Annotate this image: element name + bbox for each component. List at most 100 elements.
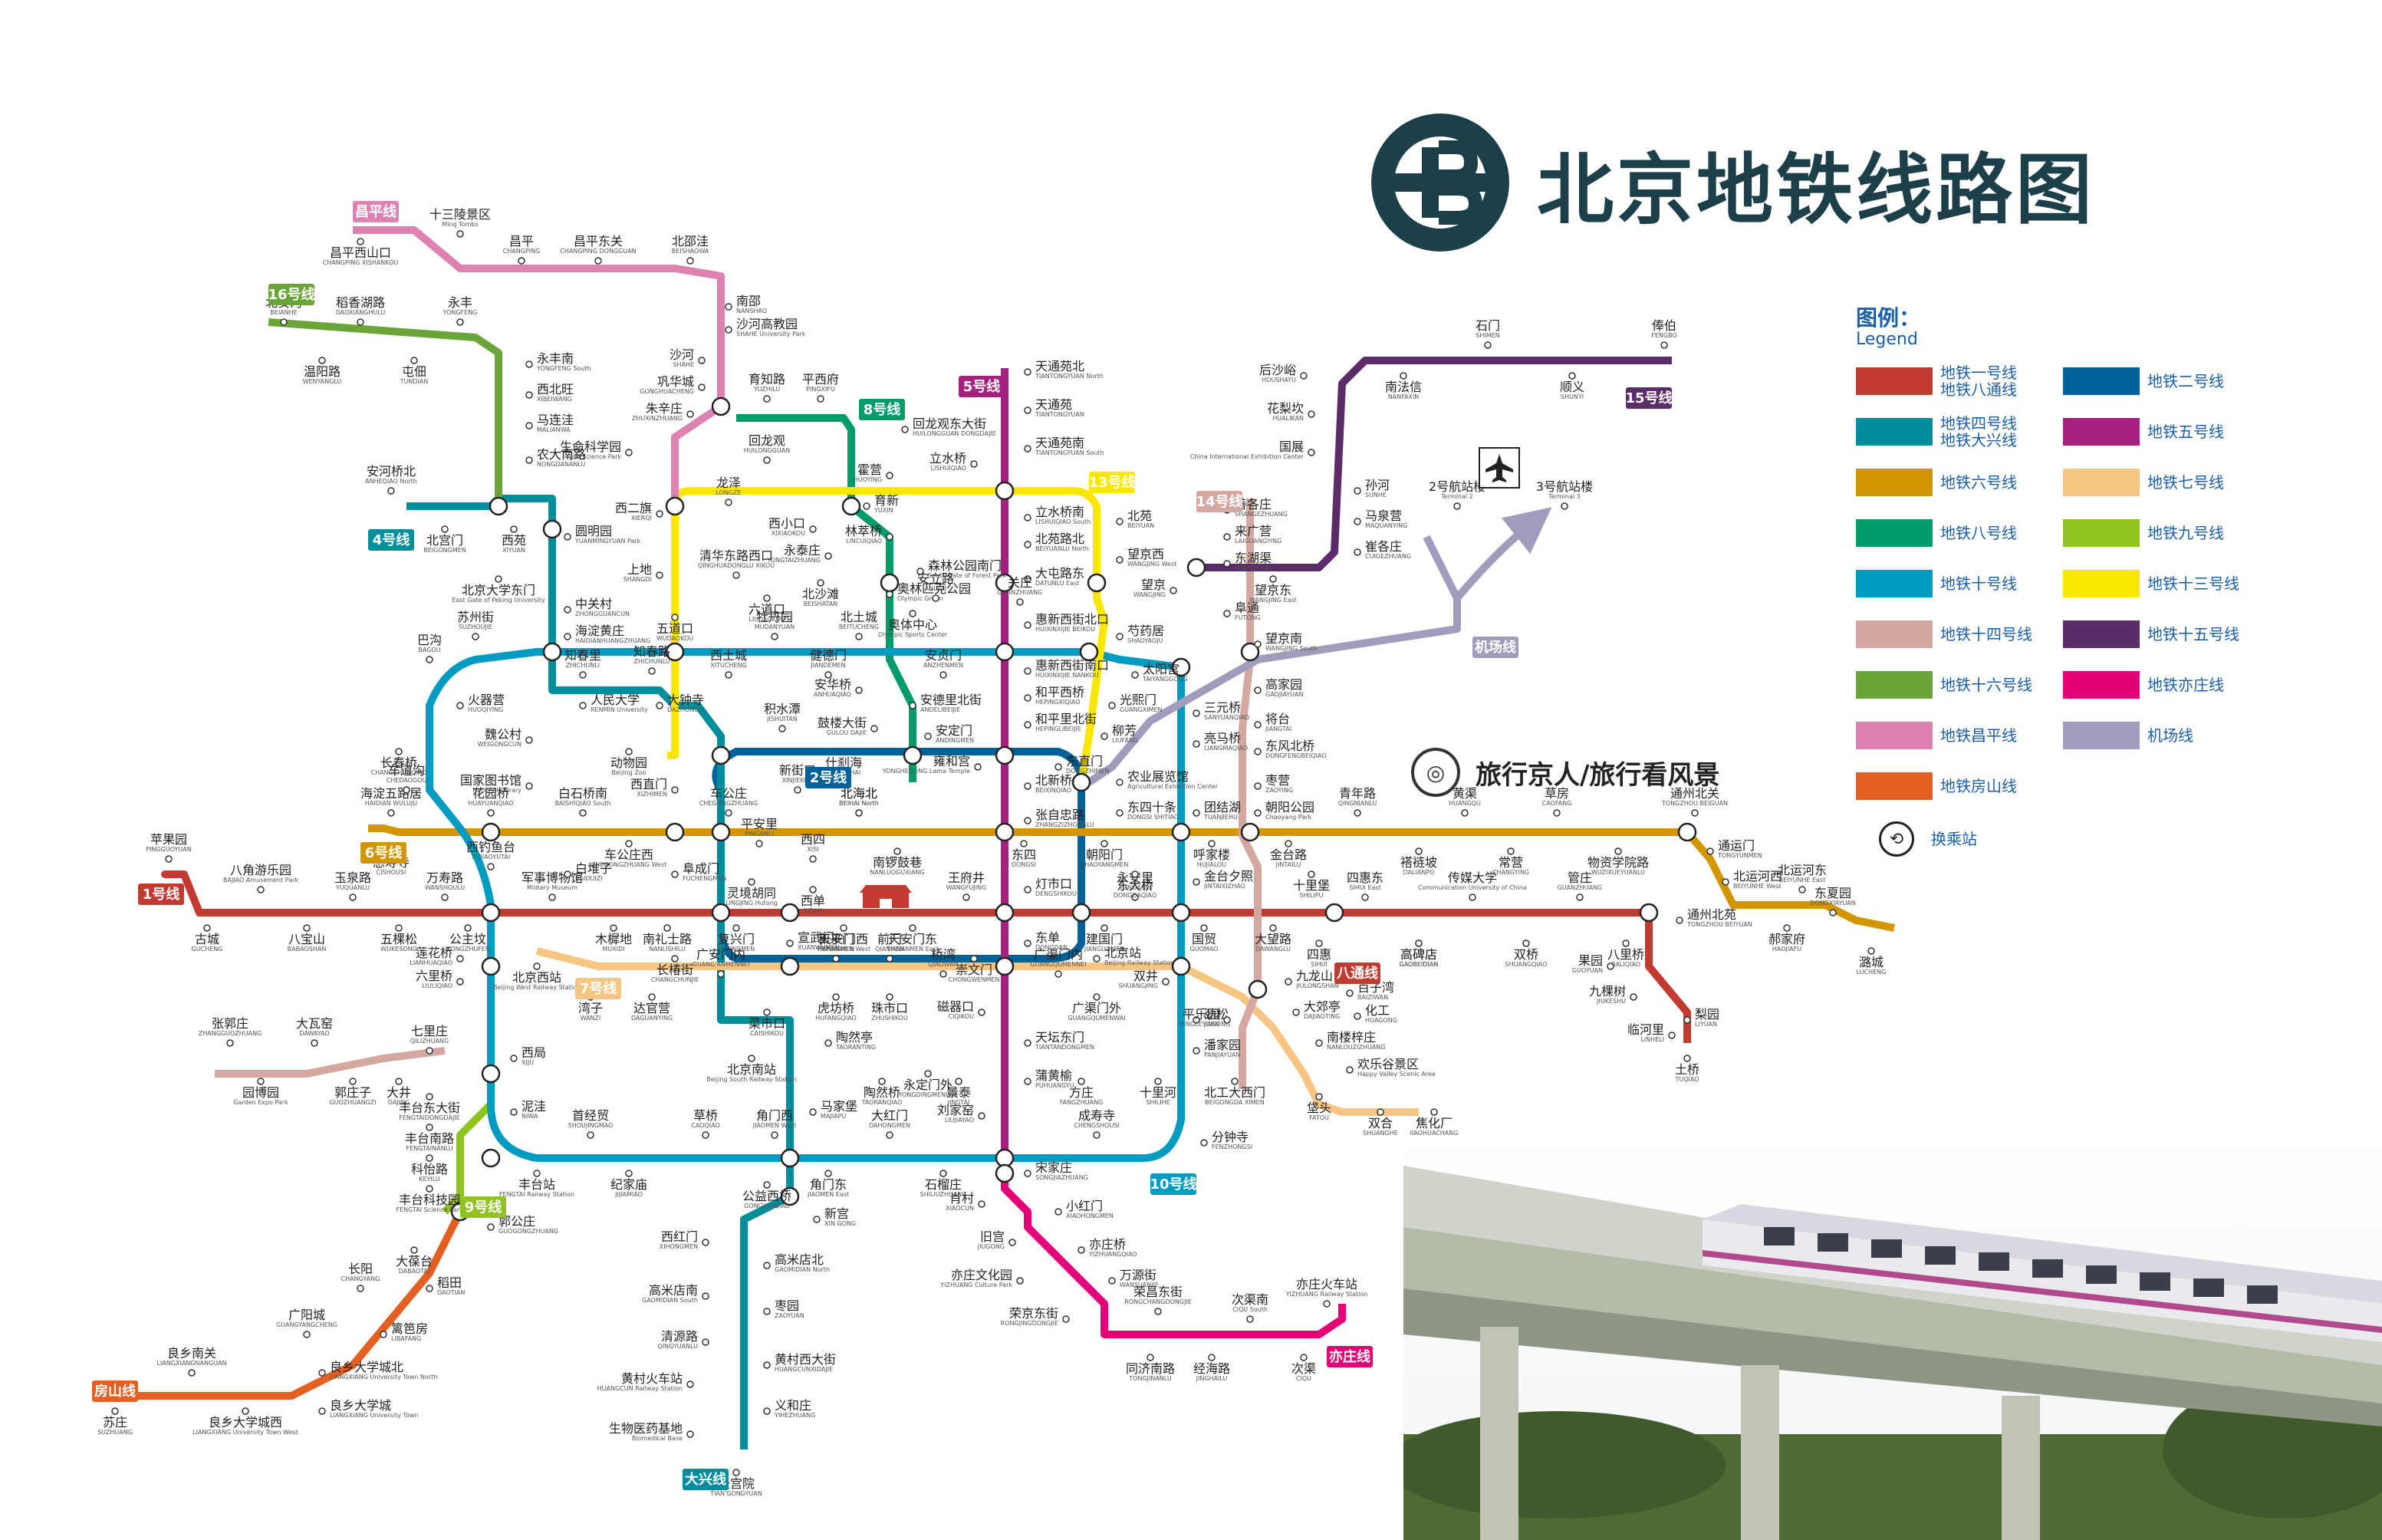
station-dot (1783, 924, 1791, 932)
interchange-marker (1186, 558, 1206, 578)
line-badge-bg (1626, 387, 1672, 409)
station-pinyin: WANYUANJIE (1120, 1282, 1159, 1288)
station-dot (395, 748, 403, 755)
station-name: 肖村 (949, 1191, 974, 1206)
station-dot (1867, 947, 1875, 955)
station-dot (1101, 840, 1108, 847)
station-pinyin: TIAN'GONGYUAN (709, 1490, 762, 1497)
station-name: 安河桥北 (367, 464, 416, 479)
legend-label: 地铁昌平线 (1940, 726, 2017, 745)
station-dot (1054, 763, 1062, 771)
line-badge: 昌平线 (353, 201, 399, 222)
station-pinyin: Chaoyang Park (1265, 814, 1311, 821)
station-pinyin: FENGBO (1651, 332, 1676, 339)
interchange-marker (711, 822, 731, 842)
station-name: 望京 (1141, 578, 1166, 592)
station-pinyin: TONGYUNMEN (1717, 852, 1762, 859)
station-name: 西二旗 (615, 501, 652, 515)
station-pinyin: TAIYANGGONG (1142, 676, 1188, 683)
station-pinyin: CHAOYANGMEN (1081, 861, 1129, 868)
station-dot (1308, 870, 1315, 878)
station-pinyin: CHANGPING (503, 248, 541, 255)
station-name: 永丰 (448, 295, 472, 310)
line-badge: 8号线 (859, 399, 905, 420)
station-name: 园博园 (242, 1085, 279, 1100)
station-pinyin: LISHUIQIAO South (1035, 518, 1091, 525)
station-name: 西土城 (710, 648, 747, 663)
legend-title: 图例： (1856, 305, 1921, 331)
station-pinyin: Agricultural Exhibition Center (1127, 783, 1219, 790)
station-pinyin: SHIMEN (1476, 332, 1499, 339)
station-name: 善各庄 (1235, 497, 1272, 512)
line-badge-bg (959, 376, 1005, 397)
station-dot (587, 1131, 594, 1139)
station-name: 花园桥 (472, 786, 509, 801)
station-dot (441, 893, 449, 901)
station-dot (648, 993, 656, 1001)
legend-item: 地铁七号线 (2063, 467, 2262, 498)
station-name: 枣营 (1265, 773, 1290, 788)
station-name: 阜成门 (683, 861, 719, 876)
station-pinyin: CHENGSHOUSI (1074, 1122, 1120, 1129)
station-dot (824, 1170, 832, 1177)
station-name: 十里堡 (1293, 878, 1330, 893)
station-dot (1162, 978, 1170, 986)
station-dot (426, 656, 433, 663)
station-dot (456, 318, 464, 326)
station-name: 经海路 (1193, 1361, 1230, 1376)
station-pinyin: GONGHUACHENG (640, 388, 694, 395)
station-pinyin: XIERQI (631, 515, 652, 522)
station-pinyin: LINHELI (1640, 1036, 1664, 1043)
station-pinyin: Beijing West Railway Station (493, 984, 581, 991)
station-name: 十里河 (1140, 1085, 1176, 1100)
station-pinyin: FANGZHUANG (1060, 1099, 1104, 1106)
station-name: 西红门 (661, 1229, 698, 1244)
station-name: 上地 (627, 562, 652, 577)
station-pinyin: BEIGONGDA XIMEN (1205, 1099, 1264, 1106)
station-pinyin: CHEGONGZHUANG West (591, 861, 667, 868)
station-name: 草房 (1545, 786, 1569, 801)
station-pinyin: PINGLEYUAN (1180, 1021, 1219, 1028)
station-pinyin: DAHONGMEN (869, 1122, 910, 1129)
station-name: 东直门 (1066, 754, 1103, 768)
station-dot (886, 591, 893, 598)
station-pinyin: JINGHAILU (1196, 1375, 1228, 1382)
station-dot (1622, 939, 1630, 947)
station-pinyin: SHUANGHE (1363, 1130, 1398, 1137)
map-header: 北京地铁线路图 (1365, 107, 2095, 258)
line-badge-label: 房山线 (94, 1383, 136, 1400)
station-pinyin: QINGHUADONGLU XIKOU (698, 562, 775, 569)
line-16 (268, 318, 502, 506)
station-dot (686, 410, 694, 418)
station-dot (487, 1223, 495, 1231)
station-name: 西单 (801, 893, 825, 908)
station-dot (456, 978, 464, 986)
interchange-marker (995, 1163, 1015, 1183)
station-dot (1507, 847, 1515, 855)
station-name: 安德里北街 (920, 693, 982, 707)
station-pinyin: South Gate of Forest Park (928, 572, 1007, 579)
station-name: 小红门 (1066, 1199, 1103, 1213)
station-dot (1093, 955, 1101, 962)
station-dot (318, 1407, 326, 1415)
station-name: 北海北 (841, 786, 877, 801)
station-dot (1607, 962, 1614, 970)
station-pinyin: ZHANGGUOZHUANG (199, 1030, 262, 1037)
station-pinyin: LIANHUAQIAO (410, 959, 452, 966)
station-name: 大红门 (871, 1108, 908, 1123)
station-pinyin: YIZHUANGQIAO (1088, 1251, 1137, 1258)
station-name: 花梨坎 (1267, 401, 1304, 416)
station-dot (1024, 1039, 1031, 1047)
station-name: 大井 (387, 1085, 411, 1100)
station-pinyin: TIANTONGYUAN South (1035, 449, 1104, 456)
legend-item: 地铁十四号线 (1856, 619, 2055, 650)
line-badge-bg (859, 399, 905, 420)
station-dot (1024, 782, 1031, 790)
station-pinyin: DONGDAN (1035, 944, 1068, 951)
station-name: 巩华城 (657, 374, 694, 389)
station-name: 沙河高教园 (736, 317, 798, 331)
station-pinyin: HUAYUANQIAO (468, 800, 513, 807)
station-name: 九棵树 (1589, 984, 1626, 999)
line-6 (368, 824, 1895, 932)
station-pinyin: BEIYUANLU North (1035, 545, 1089, 552)
